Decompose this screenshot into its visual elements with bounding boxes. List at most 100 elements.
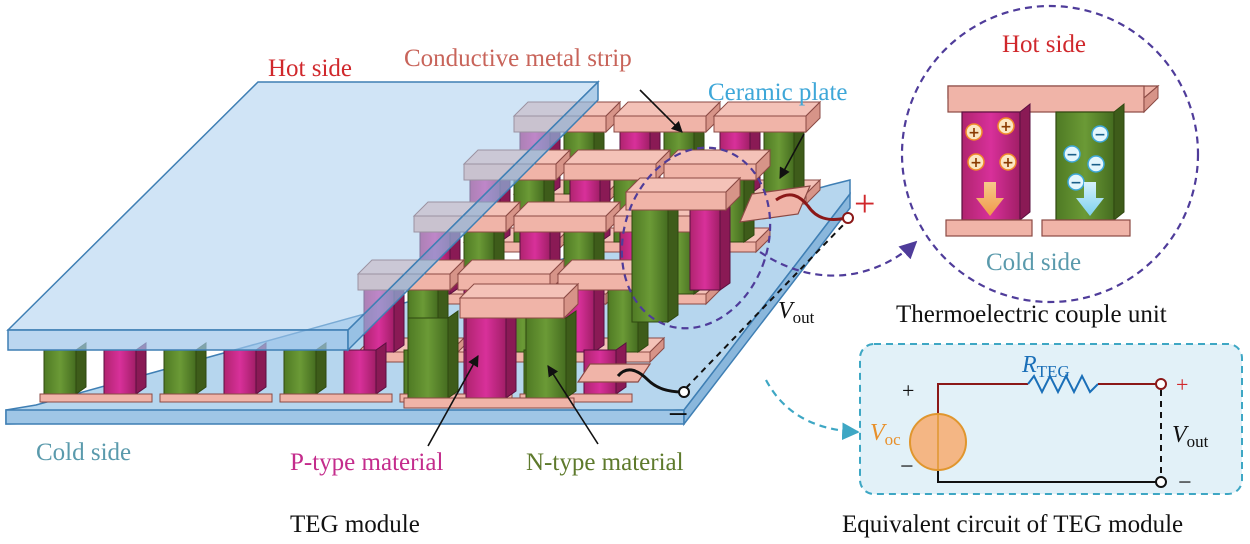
p-type-pointer: [427, 355, 479, 447]
p-type-leg-side: [375, 342, 387, 395]
p-type-leg: [103, 349, 137, 395]
couple-bottom-strip-n: [1041, 219, 1131, 237]
electrons: −−−−: [1063, 125, 1109, 191]
n-type-leg: [283, 349, 317, 395]
n-type-leg: [43, 349, 77, 395]
equivalent-circuit: RTEG Voc Vout + − + − Equivalent circuit…: [765, 343, 1243, 538]
n-type-leg: [407, 317, 449, 399]
zoom-circle: [620, 146, 772, 330]
front-bottom-strip-wide: [403, 397, 575, 409]
p-type-leg: [223, 349, 257, 395]
negative-terminal: [678, 386, 690, 398]
couple-hot-side-label: Hot side: [1002, 31, 1086, 58]
front-top-strip-side: [563, 282, 579, 320]
p-type-label: P-type material: [290, 449, 443, 476]
ceramic-plate-label: Ceramic plate: [708, 79, 848, 106]
n-type-leg-side: [667, 202, 679, 323]
top-ceramic-plate: [6, 80, 600, 352]
svg-text:+: +: [1002, 155, 1014, 171]
source-plus-sign: +: [902, 378, 914, 403]
circuit-pointer-arrow: [765, 379, 860, 441]
svg-text:+: +: [970, 155, 982, 171]
terminal-minus-sign: −: [1178, 470, 1192, 496]
front-bottom-strip: [39, 393, 153, 403]
svg-text:−: −: [1066, 147, 1078, 163]
svg-text:−: −: [1090, 157, 1102, 173]
p-type-leg-side: [719, 202, 731, 291]
top-strip-top: [662, 149, 772, 165]
svg-text:−: −: [1094, 127, 1106, 143]
top-strip: [613, 115, 707, 133]
cold-side-label: Cold side: [36, 439, 131, 466]
p-type-leg: [343, 349, 377, 395]
couple-bottom-strip-p: [945, 219, 1033, 237]
front-top-strip: [459, 297, 565, 319]
resistor: [1027, 373, 1099, 395]
circuit-vout-label: Vout: [1172, 422, 1209, 451]
p-type-leg-side: [593, 282, 605, 353]
couple-caption: Thermoelectric couple unit: [896, 301, 1167, 328]
circuit-caption: Equivalent circuit of TEG module: [842, 511, 1183, 538]
n-type-pointer: [547, 365, 599, 445]
n-type-leg: [163, 349, 197, 395]
positive-wire: [775, 193, 847, 221]
n-type-label: N-type material: [526, 449, 684, 476]
n-type-leg: [631, 209, 669, 323]
vout-dashed-line: [685, 221, 847, 389]
teg-module: Hot side Conductive metal strip Ceramic …: [5, 45, 918, 538]
top-strip: [513, 215, 607, 233]
vout-label: Vout: [778, 298, 815, 327]
hole-flow-arrow: [976, 182, 1004, 216]
voc-label: Voc: [870, 420, 901, 449]
holes: + + + +: [965, 117, 1017, 171]
top-strip-top: [512, 201, 622, 217]
right-top-strip: [625, 191, 727, 211]
negative-sign: −: [668, 394, 688, 434]
n-type-leg-side: [565, 310, 577, 399]
ceramic-plate-pointer: [779, 133, 805, 179]
couple-cold-side-label: Cold side: [986, 249, 1081, 276]
hole-charge: +: [965, 123, 983, 141]
output-pad-bottom: [576, 363, 652, 383]
p-type-leg-side: [505, 310, 517, 399]
front-bottom-strip: [159, 393, 273, 403]
electron-charge: −: [1067, 173, 1085, 191]
negative-wire: [616, 368, 683, 394]
thermoelectric-couple-unit: ++++ −−−− Hot side Cold side Thermoelect…: [896, 4, 1200, 328]
p-type-leg: [689, 209, 721, 291]
front-bottom-strip: [279, 393, 393, 403]
circuit-bottom-wire: [937, 466, 1156, 483]
svg-text:−: −: [1070, 175, 1082, 191]
top-strip-top: [562, 149, 672, 165]
metal-strip-pointer: [639, 89, 683, 133]
svg-text:+: +: [1000, 119, 1012, 135]
electron-charge: −: [1087, 155, 1105, 173]
top-strip: [713, 115, 807, 133]
right-top-strip-side: [725, 176, 741, 212]
n-type-leg-side: [447, 310, 459, 399]
circuit-terminal-minus: [1155, 476, 1167, 488]
teg-module-caption: TEG module: [290, 511, 420, 538]
hot-side-label: Hot side: [268, 55, 352, 82]
electron-charge: −: [1091, 125, 1109, 143]
top-strip-top: [456, 259, 566, 275]
hole-charge: +: [967, 153, 985, 171]
circuit-top-wire-left: [937, 383, 1028, 420]
r-teg-label: RTEG: [1021, 352, 1070, 381]
bottom-strip-side: [805, 178, 821, 206]
positive-sign: +: [854, 183, 875, 225]
front-top-strip-top: [458, 283, 580, 299]
top-strip-side: [755, 148, 771, 182]
electron-flow-arrow: [1076, 182, 1104, 216]
bottom-strip-side: [649, 336, 665, 364]
hole-charge: +: [999, 153, 1017, 171]
circuit-terminal-plus: [1155, 378, 1167, 390]
zoom-arrow: [759, 240, 918, 277]
terminal-plus-sign: +: [1176, 372, 1188, 397]
p-type-leg: [465, 317, 507, 399]
top-strip-top: [612, 101, 722, 117]
electron-charge: −: [1063, 145, 1081, 163]
hole-charge: +: [997, 117, 1015, 135]
metal-strip-label: Conductive metal strip: [404, 45, 632, 72]
